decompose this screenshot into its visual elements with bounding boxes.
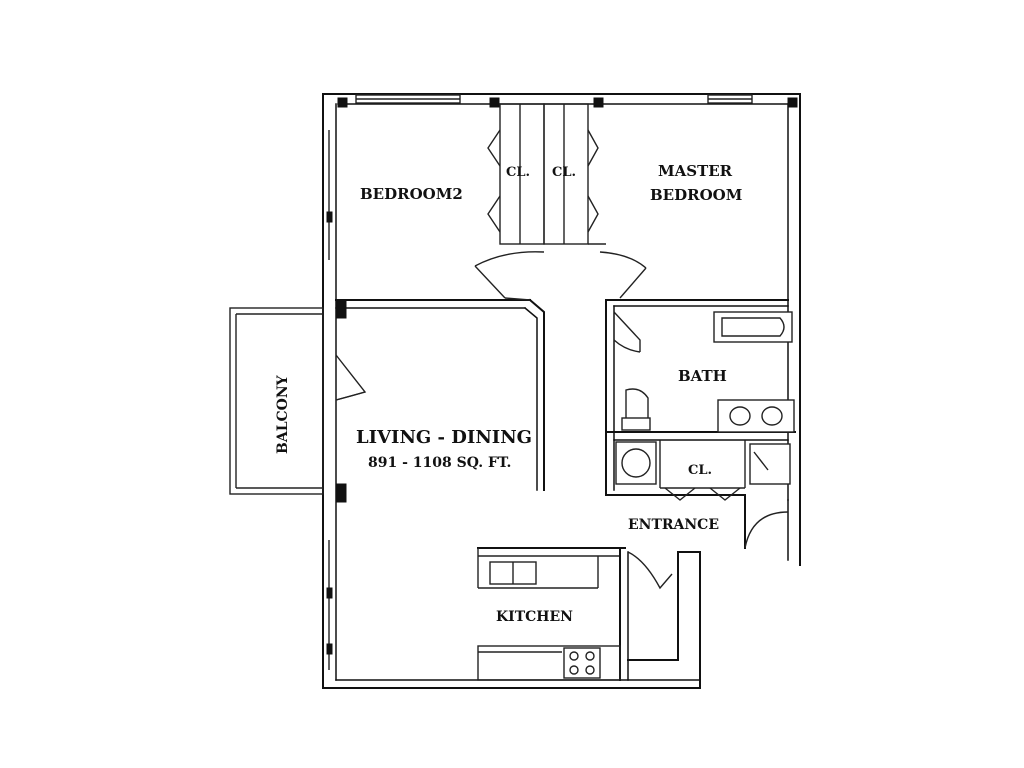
master-bedroom-label-line2: BEDROOM: [650, 186, 742, 204]
bedroom2-label: BEDROOM2: [360, 185, 463, 203]
area-label: 891 - 1108 SQ. FT.: [368, 455, 511, 471]
balcony-area: [229, 307, 367, 495]
room-labels: BEDROOM2 CL. CL. MASTER BEDROOM BATH BAL…: [275, 162, 742, 625]
kitchen-label: KITCHEN: [496, 609, 573, 625]
closet-right-label: CL.: [552, 165, 576, 180]
windows: [326, 94, 798, 670]
balcony-label: BALCONY: [275, 374, 291, 454]
exterior-walls: [322, 93, 801, 689]
living-dining-label: LIVING - DINING: [356, 427, 532, 448]
entrance-label: ENTRANCE: [628, 517, 719, 533]
hall-closet-label: CL.: [688, 463, 712, 478]
bath-label: BATH: [678, 367, 727, 385]
master-bedroom-label-line1: MASTER: [658, 162, 733, 180]
laundry-fixtures: [615, 441, 791, 485]
closet-left-label: CL.: [506, 165, 530, 180]
interior-walls: [335, 103, 796, 689]
kitchen-fixtures: [489, 561, 601, 679]
bath-fixtures: [621, 311, 795, 433]
